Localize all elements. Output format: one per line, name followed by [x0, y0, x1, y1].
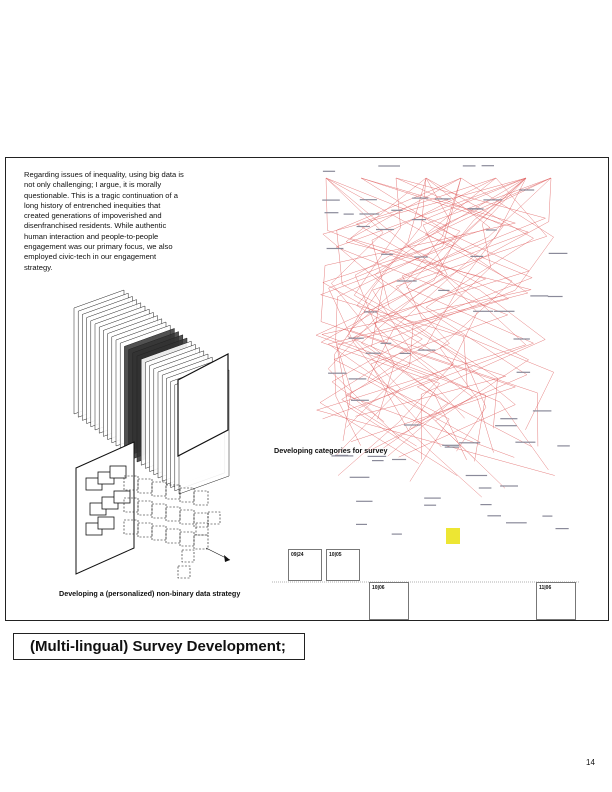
timeline-card: 09|24 [288, 549, 322, 581]
card-date: 11|06 [539, 585, 552, 591]
card-date: 09|24 [291, 552, 304, 558]
caption-data-strategy: Developing a (personalized) non-binary d… [59, 589, 241, 598]
figure-panel: Regarding issues of inequality, using bi… [5, 157, 609, 621]
exploded-box-diagram [75, 441, 231, 579]
timeline-card: 11|06 [536, 582, 576, 620]
diagram-canvas [73, 165, 580, 583]
card-date: 10|06 [372, 585, 385, 591]
section-title-box: (Multi-lingual) Survey Development; [13, 633, 305, 660]
timeline-card: 10|06 [369, 582, 409, 620]
page-number: 14 [586, 758, 595, 767]
layered-grid-diagram [73, 289, 230, 495]
caption-survey-categories: Developing categories for survey [274, 446, 388, 455]
card-date: 10|05 [329, 552, 342, 558]
section-title: (Multi-lingual) Survey Development; [30, 638, 286, 655]
intro-paragraph: Regarding issues of inequality, using bi… [24, 170, 184, 272]
survey-category-network [315, 165, 570, 544]
timeline-card: 10|05 [326, 549, 360, 581]
